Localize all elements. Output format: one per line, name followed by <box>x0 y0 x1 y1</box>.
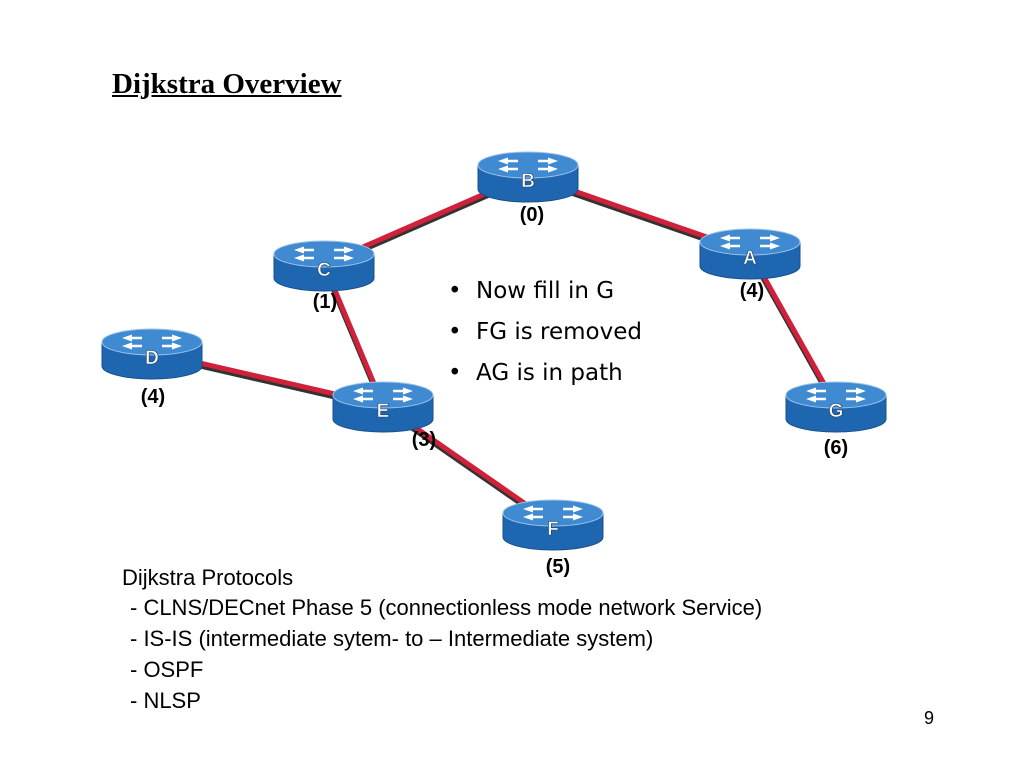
router-label: F <box>547 519 559 540</box>
protocol-item: - NLSP <box>130 688 201 713</box>
bullet-item: Now fill in G <box>448 274 642 315</box>
router-label: C <box>317 260 331 281</box>
bullet-item: AG is in path <box>448 356 642 397</box>
routers-layer: B (0) C (1) A (4) D (4) E (3) G (6) F (5) <box>101 151 887 578</box>
cost-label: (4) <box>141 386 165 408</box>
protocols-list: - CLNS/DECnet Phase 5 (connectionless mo… <box>122 593 762 717</box>
router-label: E <box>377 401 390 422</box>
protocol-item: - CLNS/DECnet Phase 5 (connectionless mo… <box>130 595 763 620</box>
slide-title: Dijkstra Overview <box>112 68 342 100</box>
router-f: F (5) <box>502 499 604 578</box>
protocols-heading: Dijkstra Protocols <box>122 565 294 590</box>
cost-label: (3) <box>412 429 436 451</box>
router-label: A <box>743 248 757 269</box>
router-c: C (1) <box>273 240 375 313</box>
protocol-item: - OSPF <box>130 657 204 682</box>
router-e: E (3) <box>332 381 436 451</box>
protocols-block: Dijkstra Protocols - CLNS/DECnet Phase 5… <box>122 563 762 717</box>
cost-label: (5) <box>546 556 570 578</box>
bullet-item: FG is removed <box>448 315 642 356</box>
router-icon <box>101 328 203 380</box>
router-d: D (4) <box>101 328 203 408</box>
router-icon <box>477 151 579 203</box>
page-number: 9 <box>924 708 935 728</box>
cost-label: (0) <box>520 204 544 226</box>
router-icon <box>785 381 887 433</box>
router-icon <box>699 228 801 280</box>
router-b: B (0) <box>477 151 579 226</box>
cost-label: (4) <box>740 280 764 302</box>
router-a: A (4) <box>699 228 801 302</box>
protocol-item: - IS-IS (intermediate sytem- to – Interm… <box>130 626 654 651</box>
router-icon <box>502 499 604 551</box>
cost-label: (1) <box>313 291 337 313</box>
bullet-list: Now fill in G FG is removed AG is in pat… <box>448 274 642 397</box>
router-icon <box>273 240 375 292</box>
router-label: B <box>521 171 535 192</box>
router-label: D <box>145 348 159 369</box>
router-label: G <box>829 401 844 422</box>
cost-label: (6) <box>824 437 848 459</box>
router-g: G (6) <box>785 381 887 459</box>
router-icon <box>332 381 434 433</box>
